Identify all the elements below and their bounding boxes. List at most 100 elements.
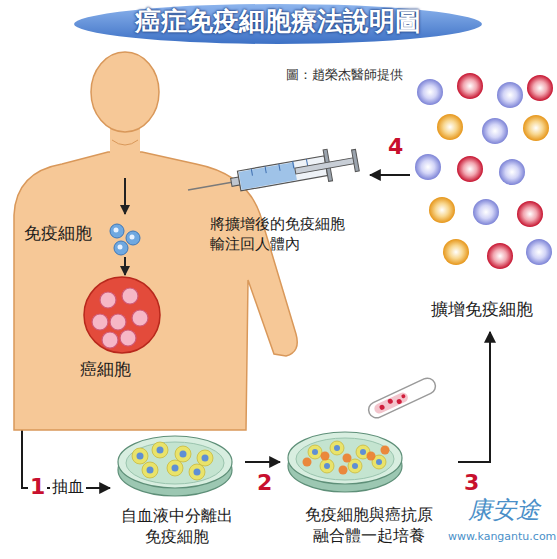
plunger-rod (295, 158, 356, 175)
step-caption: 將擴增後的免疫細胞 輸注回人體內 (210, 215, 350, 254)
figure-group (118, 436, 232, 496)
expanded-cell (473, 199, 499, 225)
dish-cell (167, 460, 183, 476)
cell-nucleus (114, 228, 119, 233)
cancer-cell (122, 288, 138, 304)
cancer-cell (120, 330, 136, 346)
cell-nucleus (157, 447, 164, 454)
expanded-cell (437, 114, 463, 140)
syringe-group: 將擴增後的免疫細胞 輸注回人體內 (180, 150, 370, 262)
cell-nucleus (376, 459, 382, 465)
expanded-cell (499, 159, 525, 185)
body-label: 癌細胞 (80, 358, 131, 380)
title-text: 癌症免疫細胞療法說明圖 (73, 7, 483, 37)
immune-cell (126, 231, 140, 245)
expanded-cell (482, 118, 508, 144)
flow-arrow (458, 332, 490, 462)
figure-group (288, 432, 402, 492)
neck-shade (112, 140, 138, 145)
dish-cell (320, 459, 334, 473)
expanded-cell (443, 239, 469, 265)
tube-liquid (373, 391, 410, 415)
dish-cell (152, 442, 168, 458)
expanded-cell (429, 197, 455, 223)
antigen-blob (381, 446, 390, 455)
tube-dot (379, 404, 386, 411)
cancer-cell (110, 314, 126, 330)
cell-nucleus (180, 451, 187, 458)
expanded-cell (517, 201, 543, 227)
cell-nucleus (130, 235, 135, 240)
antigen-blob (321, 452, 330, 461)
immune-cell (114, 241, 128, 255)
tube-dot (396, 398, 403, 405)
syringe (185, 144, 360, 205)
step-caption: 免疫細胞與癌抗原 融合體一起培養 (303, 505, 436, 547)
credit-text: 圖：趙榮杰醫師提供 (286, 68, 403, 83)
cell-nucleus (360, 449, 366, 455)
thumb-rest (352, 149, 360, 171)
antigen-blob (303, 458, 312, 467)
needle (188, 182, 233, 190)
title-banner (73, 3, 483, 45)
syringe-tick (293, 161, 294, 168)
head (91, 52, 159, 132)
syringe-liquid (239, 162, 297, 189)
figure-group (415, 73, 553, 269)
expanded-cell (497, 82, 523, 108)
cancer-cell (102, 332, 118, 348)
tube-dot (387, 398, 394, 405)
step-caption: 自血液中分離出 免疫細胞 (119, 506, 236, 548)
inner-arrow (124, 257, 126, 275)
step-caption: 擴增免疫細胞 (430, 298, 535, 320)
syringe-barrel (237, 156, 327, 191)
dish-cell (308, 445, 322, 459)
dish-cell (189, 464, 205, 480)
syringe-tick (306, 159, 307, 166)
dish-medium (126, 442, 224, 484)
antigen-blob (367, 452, 376, 461)
flow-arrow (245, 461, 280, 463)
expanded-cell (527, 75, 553, 101)
expanded-cell (457, 73, 483, 99)
petri-dish: 免疫細胞與癌抗原 融合體一起培養 (280, 425, 458, 555)
cell-cluster: 擴增免疫細胞 (410, 72, 555, 332)
cell-nucleus (172, 465, 179, 472)
dish-cell (142, 462, 158, 478)
antigen-blob (339, 466, 348, 475)
expanded-cell (417, 79, 443, 105)
body-label: 免疫細胞 (24, 222, 92, 244)
cell-nucleus (118, 245, 123, 250)
cell-nucleus (202, 455, 209, 462)
dish-cell (175, 446, 191, 462)
step-number: 1 (28, 474, 47, 499)
step-number: 4 (386, 134, 405, 159)
body-outline (14, 152, 297, 430)
cancer-cell (132, 310, 148, 326)
cancer-cell (92, 314, 108, 330)
step-text: 抽血 (50, 478, 86, 496)
syringe-tick (279, 164, 280, 171)
cell-nucleus (352, 463, 358, 469)
dish-cell (197, 450, 213, 466)
expanded-cell (457, 156, 483, 182)
cancer-mass (84, 277, 160, 353)
expanded-cell (487, 243, 513, 269)
inner-arrow (124, 178, 126, 214)
step-number: 3 (462, 470, 481, 495)
node-figure (410, 72, 555, 332)
watermark: www.kangantu.com (448, 531, 556, 544)
test-tube (366, 376, 438, 421)
antigen-blob (343, 454, 352, 463)
tube-dot (401, 394, 406, 399)
step-number: 2 (255, 470, 274, 495)
dish-rim (288, 432, 402, 484)
figure-group (185, 144, 360, 205)
cell-nucleus (147, 467, 154, 474)
expanded-cell (415, 154, 441, 180)
cell-nucleus (334, 445, 340, 451)
syringe-tick (265, 166, 266, 173)
cell-nucleus (137, 453, 144, 460)
tube-glass (366, 376, 438, 421)
